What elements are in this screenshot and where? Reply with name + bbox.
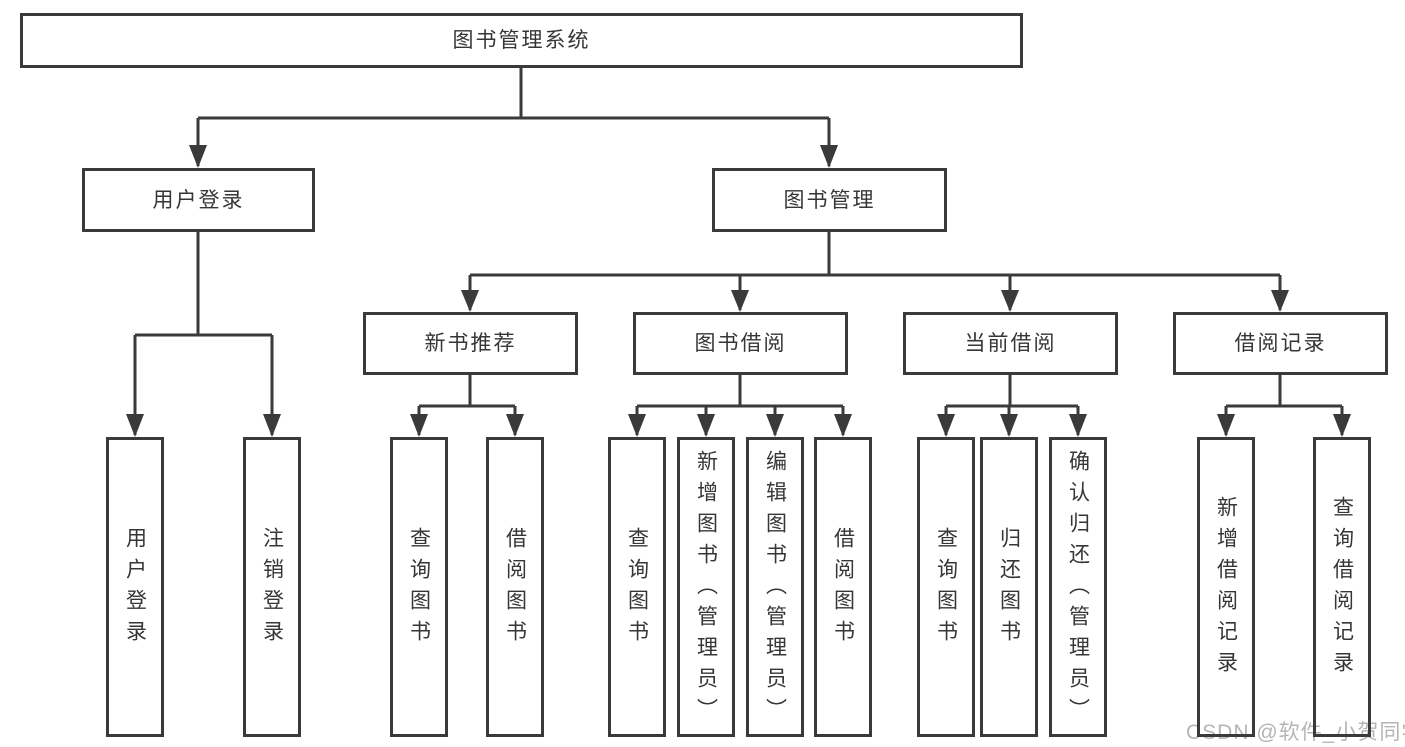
leaf-query-books-current: 查询图书 — [917, 437, 975, 737]
node-current-borrow: 当前借阅 — [903, 312, 1118, 375]
leaf-borrow-books-recommend: 借阅图书 — [486, 437, 544, 737]
leaf-confirm-return-admin: 确认归还（管理员） — [1049, 437, 1107, 737]
leaf-return-books: 归还图书 — [980, 437, 1038, 737]
node-new-book-recommend: 新书推荐 — [363, 312, 578, 375]
leaf-logout: 注销登录 — [243, 437, 301, 737]
leaf-add-borrow-record: 新增借阅记录 — [1197, 437, 1255, 737]
arrowheads — [126, 145, 1351, 437]
node-book-management: 图书管理 — [712, 168, 947, 232]
leaf-query-books-recommend: 查询图书 — [390, 437, 448, 737]
leaf-query-borrow-record: 查询借阅记录 — [1313, 437, 1371, 737]
node-book-borrow: 图书借阅 — [633, 312, 848, 375]
leaf-add-books-admin: 新增图书（管理员） — [677, 437, 735, 737]
node-borrow-records: 借阅记录 — [1173, 312, 1388, 375]
csdn-watermark: CSDN @软件_小贺同学 — [1186, 721, 1405, 744]
leaf-query-books-borrow: 查询图书 — [608, 437, 666, 737]
leaf-edit-books-admin: 编辑图书（管理员） — [746, 437, 804, 737]
leaf-borrow-books: 借阅图书 — [814, 437, 872, 737]
node-user-login: 用户登录 — [82, 168, 315, 232]
node-root-system: 图书管理系统 — [20, 13, 1023, 68]
leaf-user-login: 用户登录 — [106, 437, 164, 737]
